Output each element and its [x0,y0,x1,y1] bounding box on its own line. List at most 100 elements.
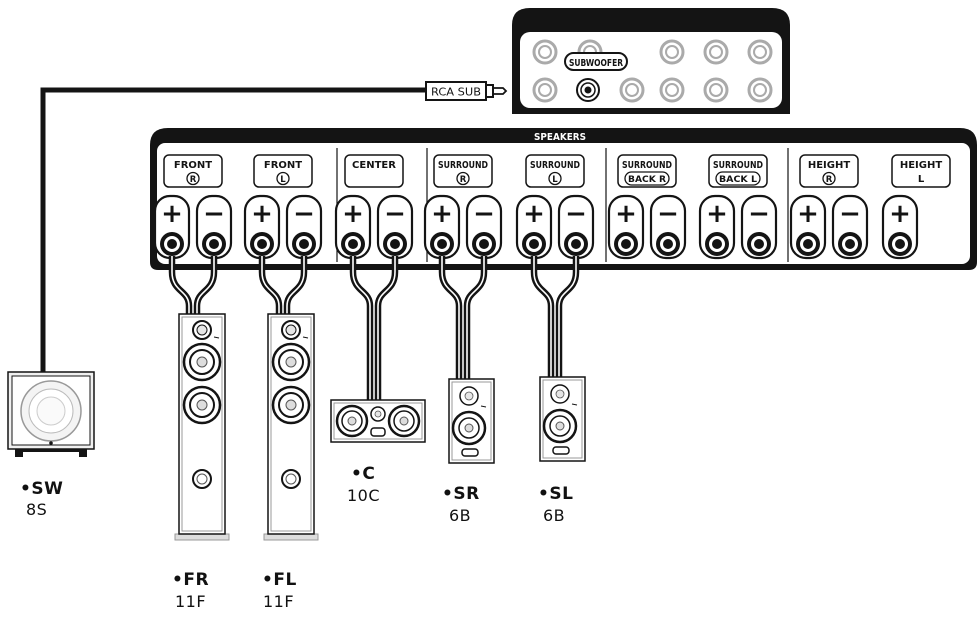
group-label-box [433,154,493,188]
terminal-group-front-l: FRONT L +− [243,154,323,260]
surround-right-bookshelf [448,378,495,464]
binding-post-surround-r-positive[interactable]: + [423,194,461,260]
minus-icon: − [203,199,225,229]
group-label-line1: SURROUND [713,160,763,171]
rca-sub-label: RCA SUB [431,87,481,99]
minus-icon: − [293,199,315,229]
group-label-line2: L [280,175,286,185]
minus-icon: − [473,199,495,229]
group-label-line2: BACK L [719,175,757,185]
minus-icon: − [657,199,679,229]
group-label-box [163,154,223,188]
minus-icon: − [839,199,861,229]
binding-post-front-l-negative[interactable]: − [285,194,323,260]
binding-post-front-l-positive[interactable]: + [243,194,281,260]
sw-code: •SW [20,479,64,499]
terminal-group-surround-l: SURROUND L +− [515,154,595,260]
subwoofer-sw [7,371,95,457]
speakers-bar-label: SPEAKERS [534,132,586,143]
channel-badge [276,171,290,186]
terminal-group-surround-back-l: SURROUND BACK L +− [698,154,778,260]
surround-left-bookshelf [539,376,586,462]
fl-code: •FL [262,570,297,590]
fl-model: 11F [263,592,295,611]
group-label-line2: L [918,174,925,185]
subwoofer-jack-label-box [564,52,628,71]
channel-badge [822,171,836,186]
fr-code: •FR [172,570,210,590]
group-label-line1: SURROUND [438,160,488,171]
front-right-tower [174,313,230,541]
plus-icon: + [523,199,545,229]
binding-post-height-r-positive[interactable]: + [789,194,827,260]
terminal-group-front-r: FRONT R +− [153,154,233,260]
group-label-line1: SURROUND [622,160,672,171]
channel-badge [715,171,761,186]
sl-code: •SL [538,484,574,504]
group-label-line2: R [190,175,197,185]
wire-surround-right [438,256,488,380]
wire-surround-left [530,256,580,378]
c-code: •C [351,464,376,484]
binding-post-surround-l-negative[interactable]: − [557,194,595,260]
binding-post-height-l-positive[interactable]: + [881,194,919,260]
wire-center [349,256,399,402]
c-model: 10C [347,486,381,505]
binding-post-front-r-negative[interactable]: − [195,194,233,260]
sr-code: •SR [442,484,480,504]
group-label-line2: L [552,175,558,185]
subwoofer-jack-label: SUBWOOFER [569,58,624,69]
front-left-tower [263,313,319,541]
plus-icon: + [615,199,637,229]
binding-post-surround-back-r-positive[interactable]: + [607,194,645,260]
binding-post-surround-back-l-positive[interactable]: + [698,194,736,260]
group-label-line1: SURROUND [530,160,580,171]
subwoofer-preout-jack[interactable] [576,78,600,102]
minus-icon: − [748,199,770,229]
plus-icon: + [161,199,183,229]
binding-post-front-r-positive[interactable]: + [153,194,191,260]
terminal-group-surround-r: SURROUND R +− [423,154,503,260]
plus-icon: + [431,199,453,229]
group-label-line2: R [460,175,467,185]
binding-post-surround-back-r-negative[interactable]: − [649,194,687,260]
rca-sub-cable: RCA SUB [40,81,508,375]
binding-post-surround-back-l-negative[interactable]: − [740,194,778,260]
group-label-box [525,154,585,188]
sl-model: 6B [543,506,566,525]
sr-model: 6B [449,506,472,525]
speaker-wires [168,256,580,402]
binding-post-center-positive[interactable]: + [334,194,372,260]
group-label-line1: CENTER [352,160,396,171]
group-label-line1: FRONT [264,160,302,171]
channel-badge [186,171,200,186]
plus-icon: + [251,199,273,229]
group-label-box [253,154,313,188]
binding-post-center-negative[interactable]: − [376,194,414,260]
group-label-line1: HEIGHT [900,160,942,171]
binding-post-surround-l-positive[interactable]: + [515,194,553,260]
plus-icon: + [797,199,819,229]
group-label-line1: HEIGHT [808,160,850,171]
group-label-line2: BACK R [628,175,666,185]
plus-icon: + [342,199,364,229]
terminal-group-center: CENTER +− [334,154,414,260]
minus-icon: − [565,199,587,229]
channel-badge [548,171,562,186]
receiver-preout-panel: SUBWOOFER [512,8,790,114]
group-label-line2: R [826,175,833,185]
group-label-box [891,154,951,188]
plus-icon: + [889,199,911,229]
terminal-groups: FRONTR+−FRONTL+−CENTER+−SURROUNDR+−SURRO… [153,154,951,260]
group-label-box [799,154,859,188]
group-label-box [344,154,404,188]
channel-badge [624,171,670,186]
group-label-line1: FRONT [174,160,212,171]
fr-model: 11F [175,592,207,611]
speaker-terminal-panel: SPEAKERS FRONTR+−FRONTL+−CENTER+−SURROUN… [150,128,977,270]
binding-post-surround-r-negative[interactable]: − [465,194,503,260]
binding-post-height-r-negative[interactable]: − [831,194,869,260]
wire-front-right [168,256,218,318]
center-channel [330,399,426,443]
